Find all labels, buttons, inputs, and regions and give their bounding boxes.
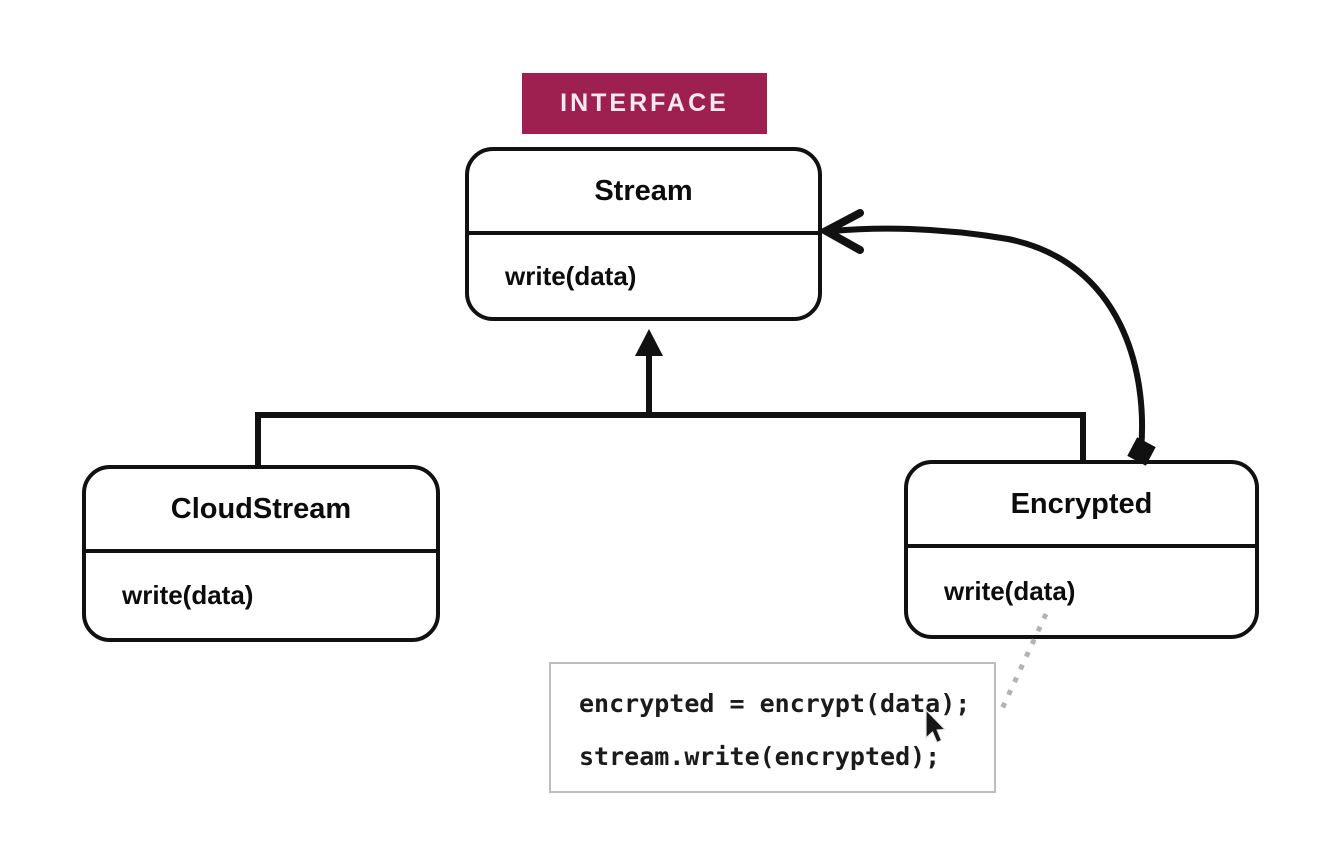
node-method: write(data) [505, 260, 637, 291]
uml-node-encrypted: Encrypted write(data) [904, 460, 1259, 639]
interface-badge: INTERFACE [522, 73, 767, 134]
node-title: CloudStream [86, 469, 436, 553]
node-title: Encrypted [908, 464, 1255, 548]
association-curve [831, 225, 1146, 451]
interface-badge-label: INTERFACE [560, 89, 729, 117]
code-line-1: encrypted = encrypt(data); [579, 689, 971, 718]
code-line-2: stream.write(encrypted); [579, 742, 941, 771]
code-snippet-box: encrypted = encrypt(data); stream.write(… [549, 662, 996, 793]
node-title: Stream [469, 151, 818, 235]
association-arrowhead-icon [817, 209, 864, 254]
inheritance-arrowhead-icon [635, 329, 663, 356]
uml-node-cloudstream: CloudStream write(data) [82, 465, 440, 642]
uml-node-stream: Stream write(data) [465, 147, 822, 321]
node-method: write(data) [944, 576, 1076, 606]
node-method: write(data) [122, 580, 254, 610]
